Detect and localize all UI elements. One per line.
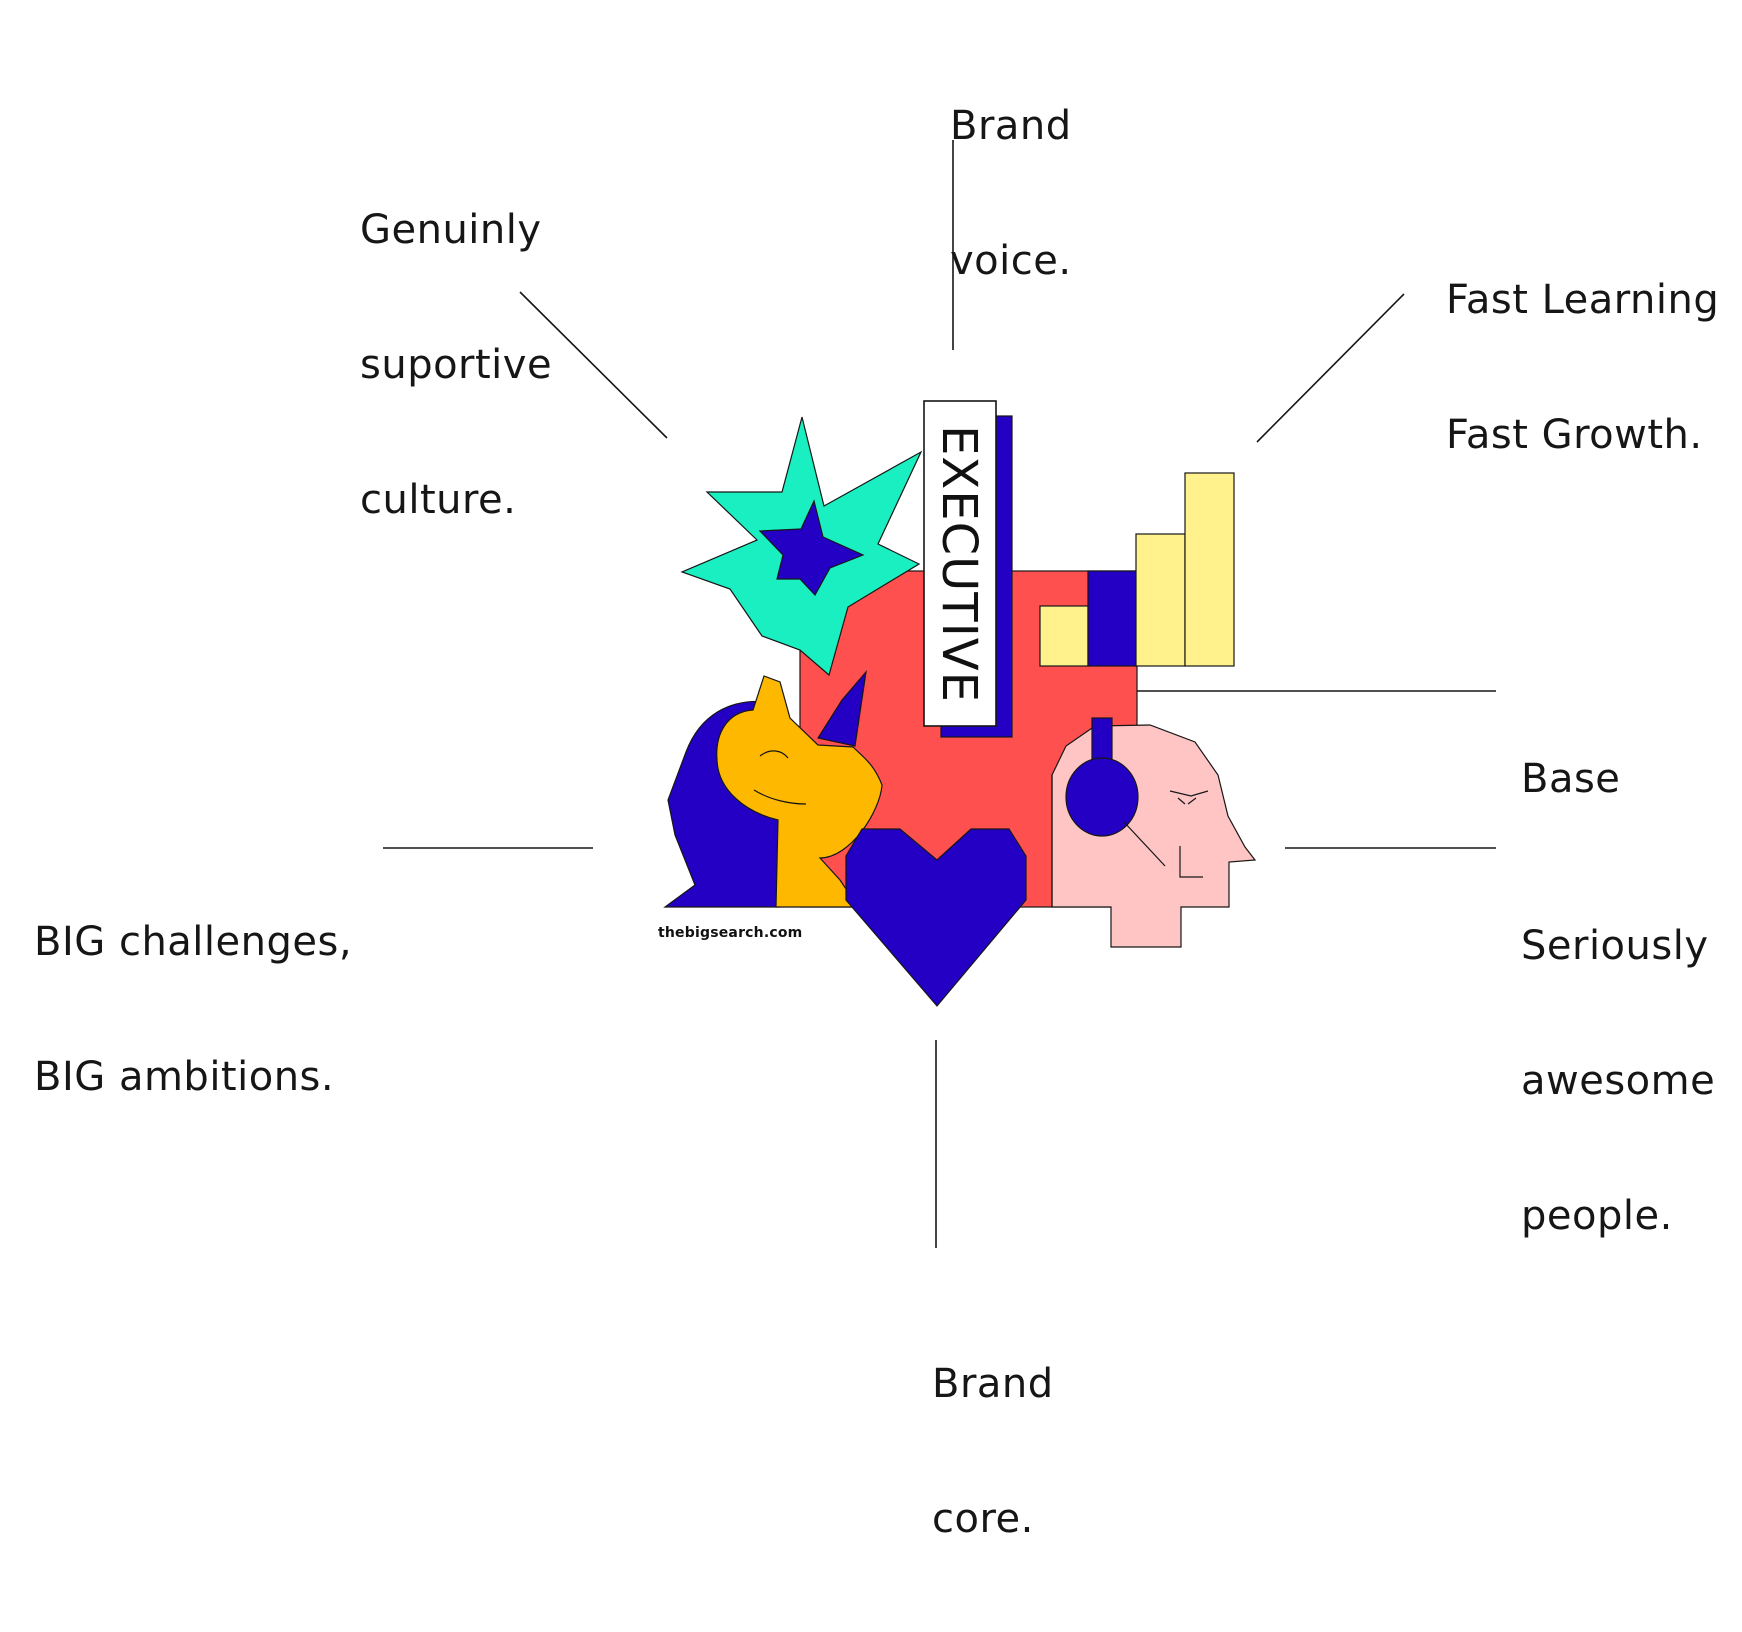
diagram-canvas bbox=[383, 140, 1496, 1248]
executive-badge-text: EXECUTIVE bbox=[931, 424, 988, 703]
label-growth: Fast Learning Fast Growth. bbox=[1446, 277, 1720, 458]
unicorn-icon bbox=[663, 670, 883, 908]
website-caption: thebigsearch.com bbox=[658, 925, 803, 941]
burst-star-icon bbox=[680, 416, 923, 677]
label-challenges: BIG challenges, BIG ambitions. bbox=[34, 919, 353, 1100]
heart-icon bbox=[845, 828, 1027, 1007]
label-brand-core: Brand core. bbox=[932, 1361, 1054, 1542]
connector-growth bbox=[1256, 293, 1405, 443]
headphone-cup-icon bbox=[1065, 757, 1139, 837]
label-culture: Genuinly suportive culture. bbox=[360, 207, 553, 523]
connector-culture bbox=[519, 291, 668, 439]
person-head-icon bbox=[1051, 717, 1257, 948]
label-people: Seriously awesome people. bbox=[1521, 923, 1716, 1239]
label-base: Base bbox=[1521, 756, 1621, 802]
executive-badge-shape bbox=[923, 400, 1013, 738]
head-silhouette-shape bbox=[1051, 724, 1257, 948]
unicorn-horn-shape bbox=[817, 670, 867, 747]
executive-badge: EXECUTIVE bbox=[923, 401, 995, 726]
growth-bars-icon bbox=[1039, 472, 1235, 667]
unicorn-head-shape bbox=[716, 675, 883, 908]
label-brand-voice: Brand voice. bbox=[950, 103, 1072, 284]
brand-diagram: EXECUTIVE thebigsearch.com Brand voice. … bbox=[34, 103, 1720, 1542]
